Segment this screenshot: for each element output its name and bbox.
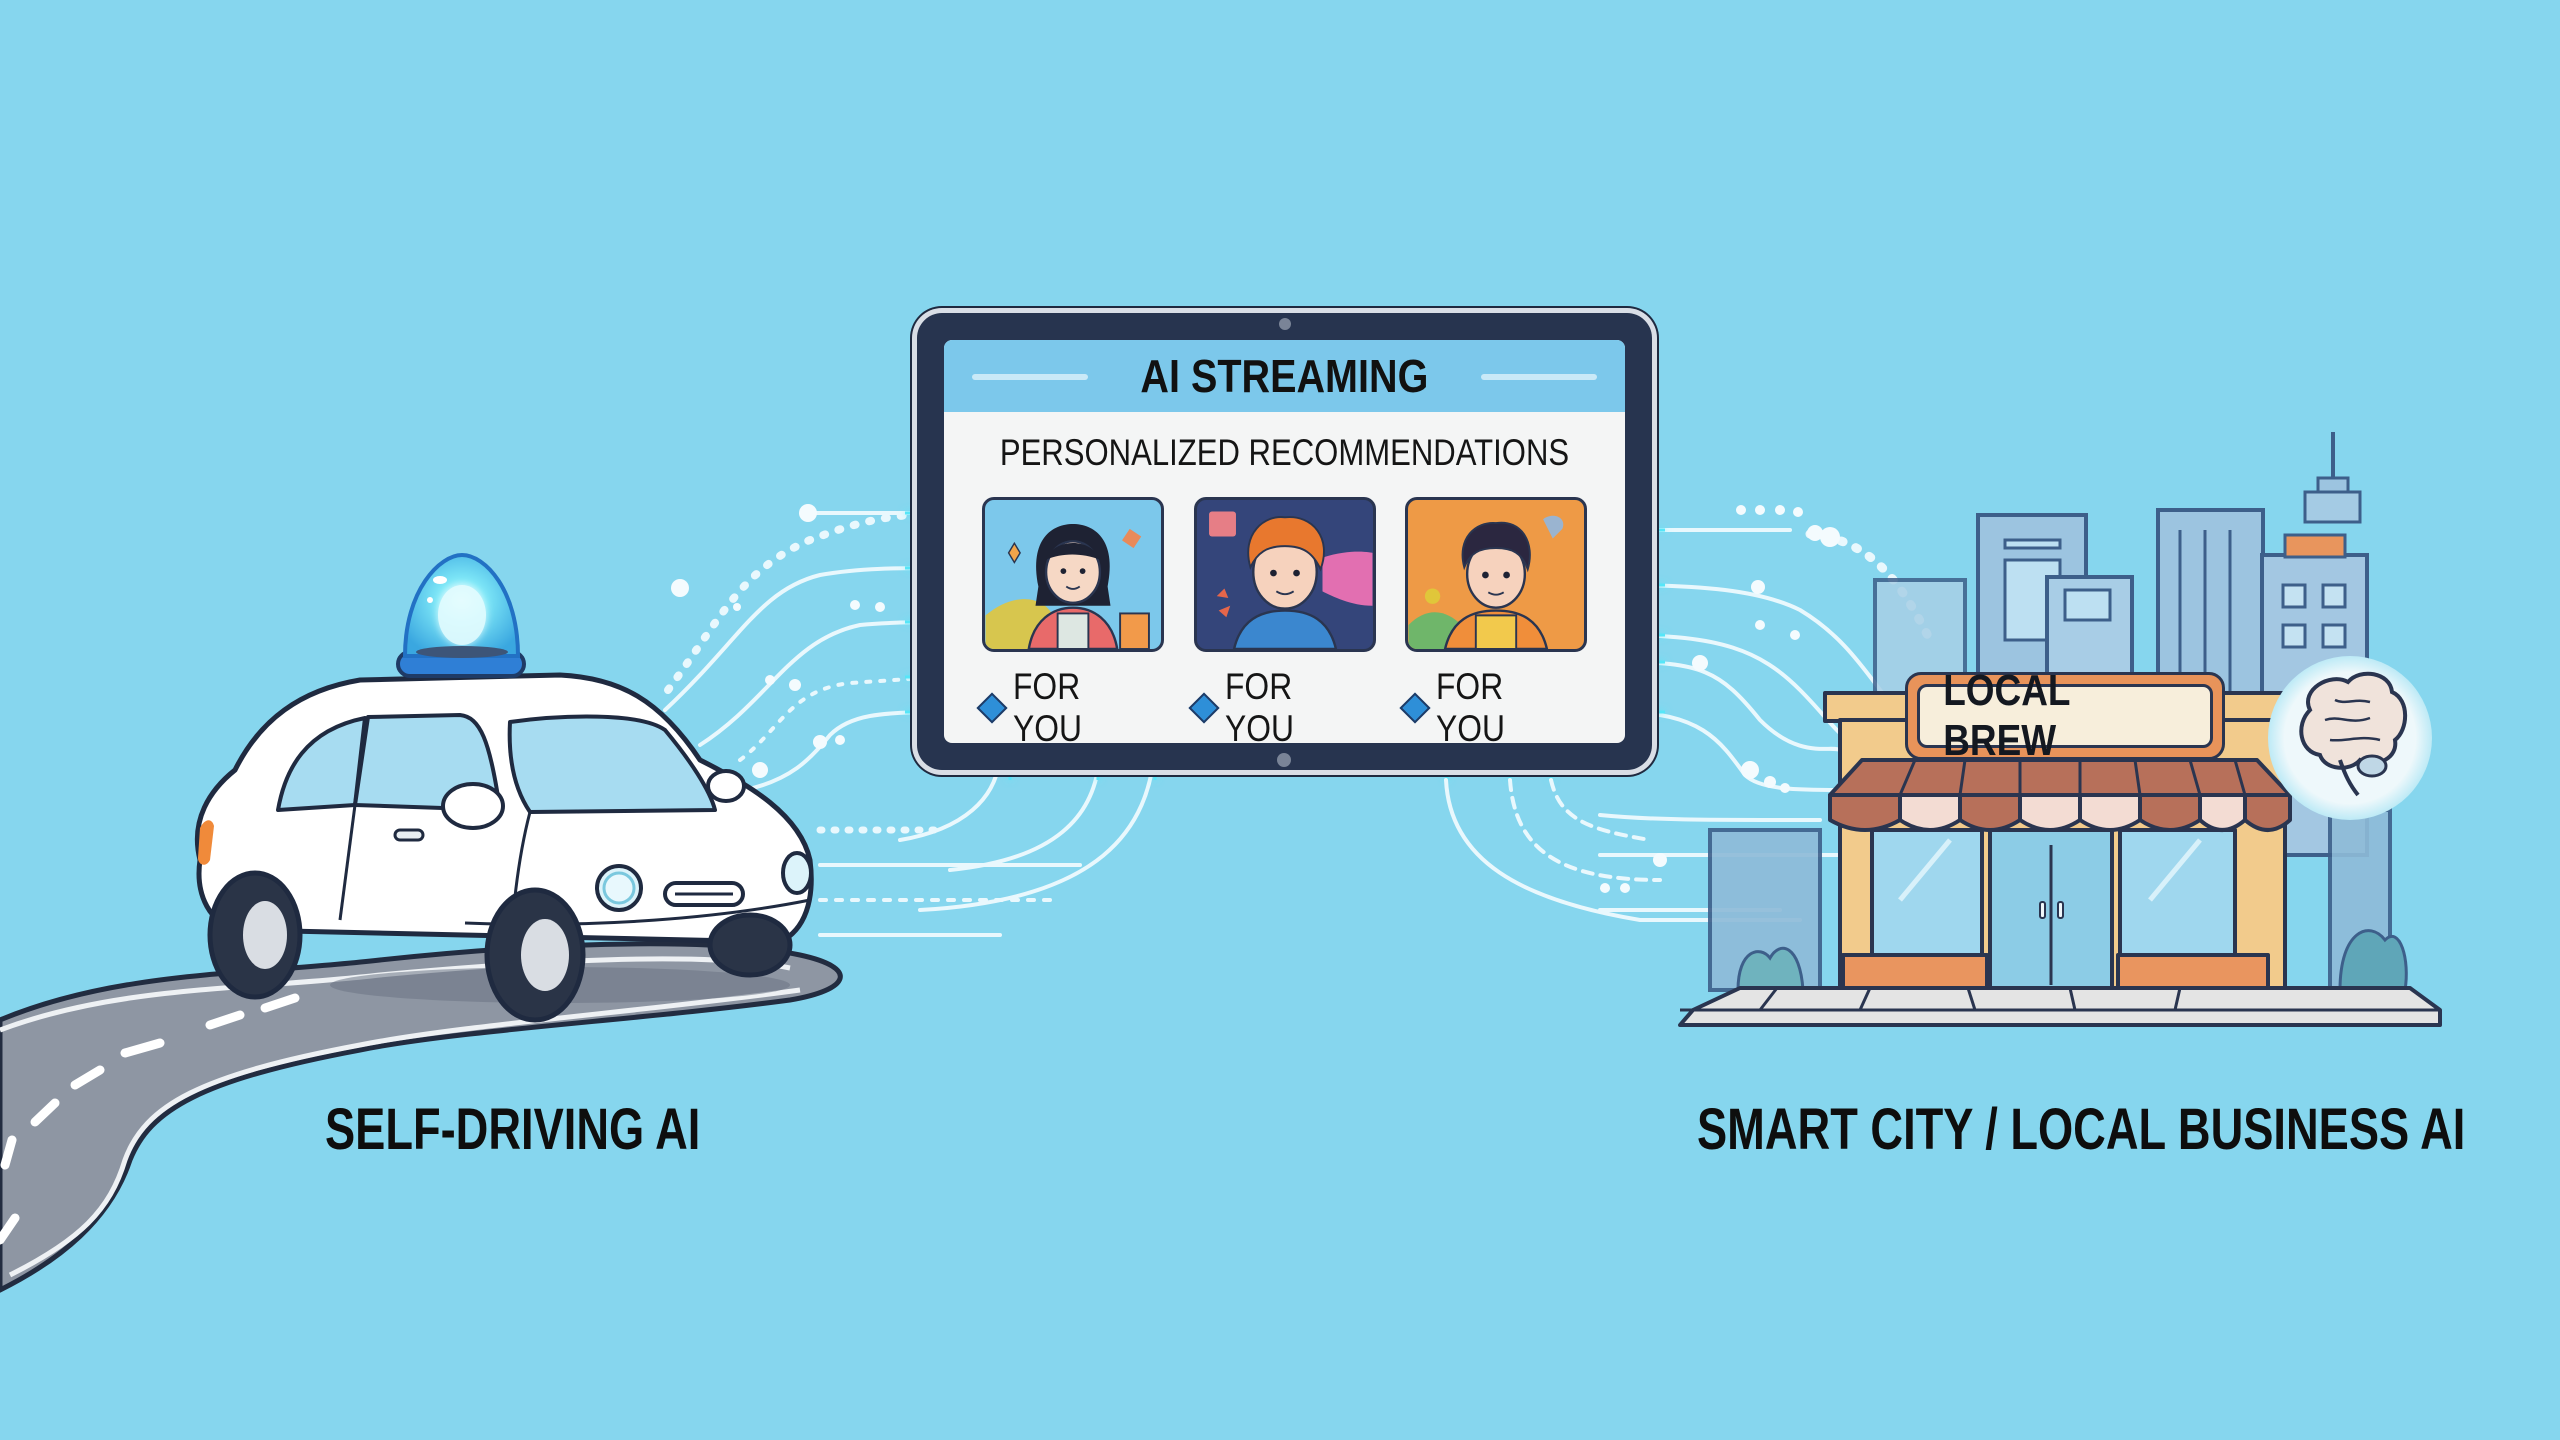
smart-city-label: SMART CITY / LOCAL BUSINESS AI	[1697, 1097, 2466, 1162]
store-sign: LOCAL BREW	[1905, 666, 2225, 765]
recommendation-item[interactable]: FOR YOU	[1399, 497, 1588, 743]
brain-icon	[2268, 656, 2432, 820]
tablet-device: AI STREAMING PERSONALIZED RECOMMENDATION…	[912, 308, 1657, 775]
recommendation-cards: FOR YOU	[976, 497, 1588, 743]
person-avatar-icon	[1408, 515, 1564, 649]
person-avatar-icon	[985, 524, 1150, 649]
thumbnail-boy-dark-hair[interactable]	[1405, 497, 1587, 652]
header-divider-left	[972, 374, 1088, 380]
for-you-badge: FOR YOU	[1187, 666, 1377, 743]
self-driving-label: SELF-DRIVING AI	[325, 1097, 701, 1162]
car-icon	[194, 672, 814, 1023]
home-button[interactable]	[1277, 753, 1291, 767]
camera-icon	[1279, 318, 1291, 330]
for-you-badge: FOR YOU	[976, 666, 1165, 743]
sensor-dome-icon	[396, 552, 526, 678]
diamond-icon	[1187, 692, 1220, 724]
thumbnail-boy-orange-hair[interactable]	[1193, 497, 1376, 652]
screen-header: AI STREAMING	[944, 340, 1625, 412]
store-sign-panel: LOCAL BREW	[1917, 666, 2213, 765]
person-avatar-icon	[1208, 511, 1372, 649]
thumbnail-woman[interactable]	[982, 497, 1164, 652]
road-icon	[0, 941, 843, 1293]
recommendation-item[interactable]: FOR YOU	[976, 497, 1165, 743]
data-nodes-left	[671, 504, 885, 778]
section-subtitle: PERSONALIZED RECOMMENDATIONS	[999, 432, 1570, 473]
store-name: LOCAL BREW	[1943, 666, 2070, 765]
diamond-icon	[1399, 692, 1431, 724]
header-divider-right	[1481, 374, 1597, 380]
for-you-badge: FOR YOU	[1399, 666, 1588, 743]
diamond-icon	[976, 692, 1008, 724]
data-nodes-right	[1600, 505, 1840, 893]
app-title: AI STREAMING	[1140, 350, 1429, 402]
tablet-screen: AI STREAMING PERSONALIZED RECOMMENDATION…	[944, 340, 1625, 743]
recommendation-item[interactable]: FOR YOU	[1187, 497, 1377, 743]
bush-icons	[1736, 929, 2408, 992]
